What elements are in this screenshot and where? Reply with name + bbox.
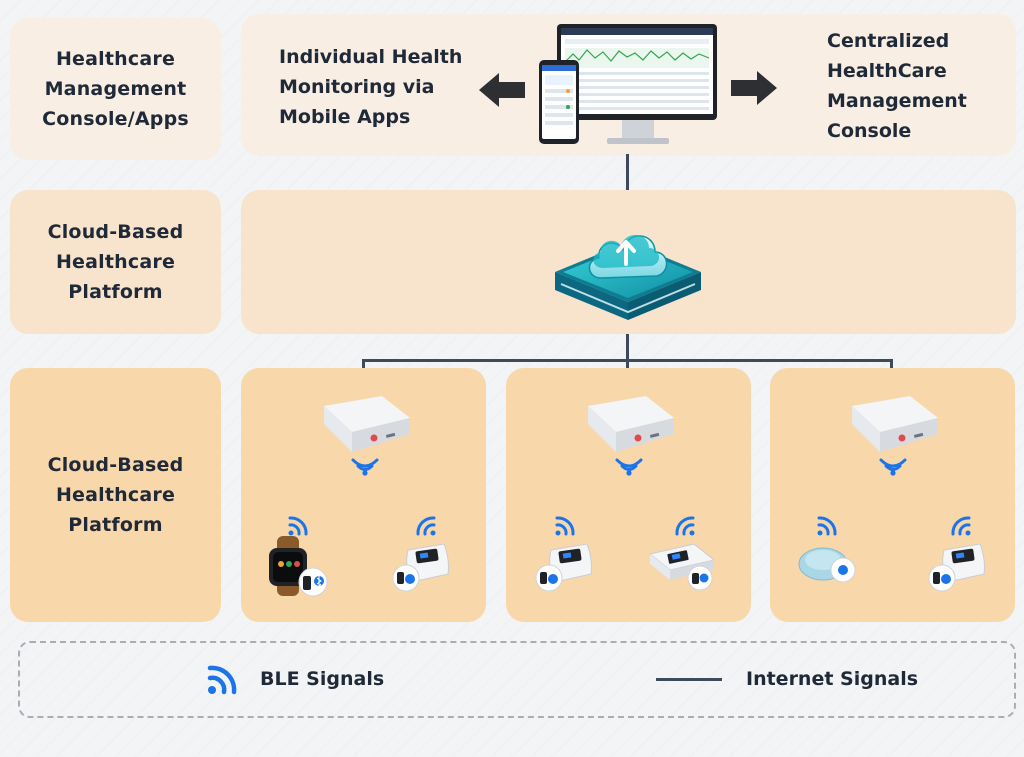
internet-line-legend-icon bbox=[656, 678, 722, 681]
ble-signal-icon bbox=[207, 665, 237, 695]
left-arrow-icon bbox=[479, 73, 525, 107]
gateway-device-icon bbox=[852, 396, 938, 452]
ble-signal-icon bbox=[615, 458, 643, 476]
tier-label-box-middle bbox=[10, 190, 221, 334]
gateway-device-icon bbox=[588, 396, 674, 452]
ble-signal-icon bbox=[288, 516, 308, 536]
cloud-upload-icon bbox=[555, 234, 701, 320]
legend-internet-label: Internet Signals bbox=[746, 668, 919, 690]
smartwatch-device bbox=[269, 536, 328, 597]
console-text: Centralized HealthCare Management Consol… bbox=[827, 30, 967, 142]
tier-label-middle: Cloud-Based Healthcare Platform bbox=[47, 221, 184, 303]
internet-line-console bbox=[626, 154, 629, 190]
mobile-apps-text: Individual Health Monitoring via Mobile … bbox=[279, 46, 463, 128]
console-monitor-illustration bbox=[539, 24, 717, 144]
internet-line-trunk bbox=[626, 334, 629, 361]
tier-label-bottom: Cloud-Based Healthcare Platform bbox=[47, 454, 184, 536]
ble-signal-icon bbox=[879, 458, 907, 476]
ble-signal-icon bbox=[675, 516, 695, 536]
ble-signal-icon bbox=[351, 458, 379, 476]
legend bbox=[18, 641, 1016, 718]
ble-signal-icon bbox=[555, 516, 575, 536]
tier-label-box-top bbox=[10, 18, 221, 160]
gateway-device-icon bbox=[324, 396, 410, 452]
ble-signal-icon bbox=[817, 516, 837, 536]
ble-signal-icon bbox=[416, 516, 436, 536]
blood-pressure-monitor-device bbox=[648, 543, 716, 591]
pulse-oximeter-device bbox=[928, 543, 985, 592]
tier-label-top: Healthcare Management Console/Apps bbox=[42, 48, 189, 130]
tier-label-box-bottom bbox=[10, 368, 221, 622]
pulse-oximeter-device bbox=[392, 543, 449, 592]
legend-ble-label: BLE Signals bbox=[260, 668, 385, 690]
pulse-oximeter-device bbox=[535, 543, 592, 592]
ble-signal-icon bbox=[951, 516, 971, 536]
right-arrow-icon bbox=[731, 71, 777, 105]
round-sensor-device bbox=[798, 547, 856, 583]
